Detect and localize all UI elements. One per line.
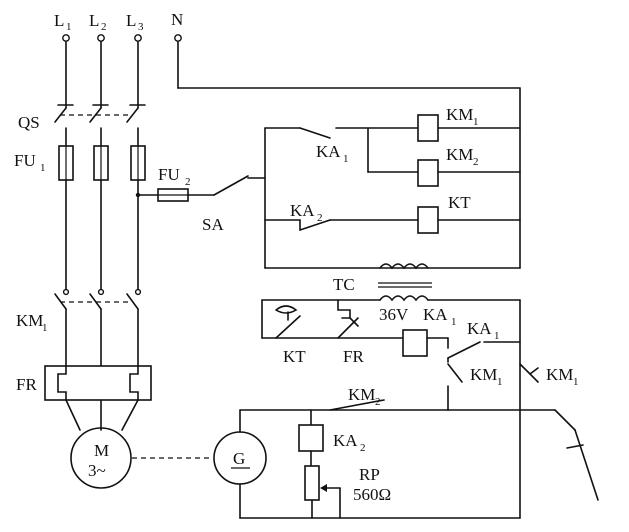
label-fr-contact: FR xyxy=(343,347,364,366)
qs-switch xyxy=(54,104,146,147)
main-phase-lines: QS FU 1 KM 1 xyxy=(14,41,152,431)
ka1-coil xyxy=(402,329,428,357)
label-ka2-coil-sub: 2 xyxy=(360,442,366,454)
label-ka1-coil: KA xyxy=(423,305,448,324)
label-ka2-mid-sub: 2 xyxy=(317,212,323,224)
label-ka2-coil: KA xyxy=(333,431,358,450)
label-rp-value: 560Ω xyxy=(353,485,391,504)
generator-circuit: G KM 2 KA 2 RP 560Ω xyxy=(213,385,599,519)
low-voltage-circuit: 36V KT FR KA 1 KA 1 KM 1 KM 1 xyxy=(261,299,579,411)
label-l1: L xyxy=(54,11,64,30)
label-km1-nc: KM xyxy=(546,365,573,384)
fr-thermal-relay xyxy=(44,365,152,401)
km1-coil xyxy=(417,114,439,142)
label-km1-coil-sub: 1 xyxy=(473,116,479,128)
label-fu2: FU xyxy=(158,165,180,184)
supply-terminals: L 1 L 2 L 3 N xyxy=(54,10,183,42)
label-km2-contact-sub: 2 xyxy=(375,396,381,408)
label-ka1-contact: KA xyxy=(467,319,492,338)
label-fu1: FU xyxy=(14,151,36,170)
label-l2: L xyxy=(89,11,99,30)
label-fr-main: FR xyxy=(16,375,37,394)
kt-coil xyxy=(417,206,439,234)
label-n: N xyxy=(171,10,183,29)
label-sa: SA xyxy=(202,215,224,234)
label-km1-coil: KM xyxy=(446,105,473,124)
motor-label-phase: 3~ xyxy=(88,461,106,480)
label-generator: G xyxy=(233,449,245,468)
label-km2-coil-sub: 2 xyxy=(473,156,479,168)
rp-potentiometer xyxy=(304,465,320,501)
label-km1-main-sub: 1 xyxy=(42,322,48,334)
km2-coil xyxy=(417,159,439,187)
terminal-l2 xyxy=(97,34,105,42)
label-qs: QS xyxy=(18,113,40,132)
label-km1-nc-sub: 1 xyxy=(573,376,579,388)
motor-label-m: M xyxy=(94,441,109,460)
label-l3: L xyxy=(126,11,136,30)
transformer-tc: TC xyxy=(333,263,432,302)
motor: M 3~ xyxy=(70,427,132,489)
label-ka1-top-sub: 1 xyxy=(343,153,349,165)
fu1-fuses xyxy=(58,145,146,181)
label-ka1-contact-sub: 1 xyxy=(494,330,500,342)
label-ka1-top: KA xyxy=(316,142,341,161)
terminal-l1 xyxy=(62,34,70,42)
label-km2-coil: KM xyxy=(446,145,473,164)
terminal-l3 xyxy=(134,34,142,42)
label-fu1-sub: 1 xyxy=(40,162,46,174)
label-km2-contact: KM xyxy=(348,385,375,404)
label-kt-contact: KT xyxy=(283,347,306,366)
label-km1-main: KM xyxy=(16,311,43,330)
terminal-n xyxy=(174,34,182,42)
label-km1-no: KM xyxy=(470,365,497,384)
upper-control-circuit: KA 1 KM 1 KM 2 KA 2 KT xyxy=(264,105,521,269)
label-rp: RP xyxy=(359,465,380,484)
label-36v: 36V xyxy=(379,305,409,324)
label-ka1-coil-sub: 1 xyxy=(451,316,457,328)
label-ka2-mid: KA xyxy=(290,201,315,220)
label-l1-sub: 1 xyxy=(66,21,72,33)
label-kt-coil: KT xyxy=(448,193,471,212)
control-feed: FU 2 SA xyxy=(135,165,266,234)
label-fu2-sub: 2 xyxy=(185,176,191,188)
ka2-coil xyxy=(298,424,324,452)
label-l2-sub: 2 xyxy=(101,21,107,33)
neutral-bus xyxy=(177,41,521,519)
label-tc: TC xyxy=(333,275,355,294)
label-l3-sub: 3 xyxy=(138,21,144,33)
label-km1-no-sub: 1 xyxy=(497,376,503,388)
km1-main-contacts xyxy=(54,288,142,367)
